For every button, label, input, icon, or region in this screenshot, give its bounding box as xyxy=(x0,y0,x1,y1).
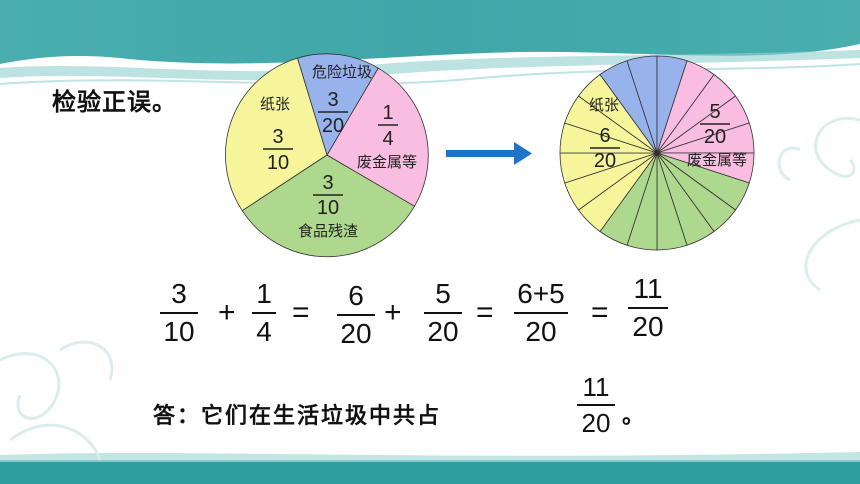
pie-right-metal-den: 20 xyxy=(704,126,726,148)
pie-right-paper-label: 纸张 xyxy=(589,96,619,114)
eq-fraction-6: 11 20 xyxy=(628,275,668,341)
eq-fraction-2-num: 1 xyxy=(256,278,272,309)
eq-fraction-1-den: 10 xyxy=(163,316,195,347)
eq-fraction-6-bar xyxy=(628,307,668,309)
pie-right-paper-den: 20 xyxy=(594,150,616,172)
pie-right-metal-label: 废金属等 xyxy=(687,151,747,169)
pie-left-hazard-den: 20 xyxy=(322,115,344,137)
answer-fraction-bar xyxy=(577,404,615,406)
eq-fraction-6-num: 11 xyxy=(633,273,663,304)
eq-fraction-5-den: 20 xyxy=(525,316,557,347)
top-wave-line xyxy=(0,63,860,86)
eq-fraction-6-den: 20 xyxy=(632,311,664,342)
eq-fraction-5-bar xyxy=(514,312,568,314)
eq-fraction-5: 6+5 20 xyxy=(514,280,568,346)
answer-period: 。 xyxy=(622,404,645,429)
eq-fraction-2-den: 4 xyxy=(256,316,272,347)
eq-fraction-4-num: 5 xyxy=(435,278,451,309)
answer-text: 答：它们在生活垃圾中共占 xyxy=(153,404,442,429)
pie-left-food-slice xyxy=(241,154,416,258)
eq-fraction-4-bar xyxy=(424,312,462,314)
pie-left-paper-den: 10 xyxy=(267,152,289,174)
pie-left-paper-num: 3 xyxy=(272,126,283,148)
answer-fraction-den: 20 xyxy=(581,408,611,438)
bottom-band xyxy=(0,460,860,484)
eq-fraction-2: 1 4 xyxy=(252,280,276,346)
pie-left-paper-label: 纸张 xyxy=(260,95,290,113)
pie-left-hazard-slice xyxy=(297,53,379,156)
eq-fraction-3: 6 20 xyxy=(337,282,375,348)
answer-fraction-num: 11 xyxy=(582,372,610,402)
eq-fraction-4: 5 20 xyxy=(424,280,462,346)
eq-op-4: = xyxy=(476,296,494,329)
pie-left-food-label: 食品残渣 xyxy=(298,222,358,240)
eq-op-2: = xyxy=(292,296,310,329)
answer-fraction: 11 20 xyxy=(577,374,615,436)
pie-right-hazard-part xyxy=(656,55,688,154)
eq-fraction-3-den: 20 xyxy=(340,318,372,349)
pie-left-metal-label: 废金属等 xyxy=(357,153,417,171)
pie-left-food-den: 10 xyxy=(317,197,339,219)
eq-fraction-2-bar xyxy=(252,312,276,314)
pie-left-paper-slice xyxy=(225,57,328,212)
eq-op-3: + xyxy=(384,296,402,329)
eq-fraction-3-num: 6 xyxy=(348,280,364,311)
eq-fraction-1-num: 3 xyxy=(171,278,187,309)
top-wave-band xyxy=(0,0,860,64)
eq-op-1: + xyxy=(218,296,236,329)
eq-fraction-4-den: 20 xyxy=(427,316,459,347)
pie-left-hazard-num: 3 xyxy=(327,89,338,111)
eq-fraction-5-num: 6+5 xyxy=(517,278,565,309)
bottom-wave-light xyxy=(0,452,860,462)
slide-heading: 检验正误。 xyxy=(52,88,177,116)
eq-fraction-1: 3 10 xyxy=(160,280,198,346)
left-flourish xyxy=(0,340,114,461)
pie-left-food-num: 3 xyxy=(322,172,333,194)
eq-fraction-3-bar xyxy=(337,314,375,316)
pie-left-metal-den: 4 xyxy=(382,128,393,150)
pie-left-metal-slice xyxy=(326,67,429,207)
eq-fraction-1-bar xyxy=(160,312,198,314)
pie-left-metal-num: 1 xyxy=(382,102,393,124)
pie-right-metal-num: 5 xyxy=(709,101,720,123)
pie-left-hazard-label: 危险垃圾 xyxy=(312,63,372,81)
eq-op-5: = xyxy=(591,296,609,329)
pie-right-paper-num: 6 xyxy=(599,125,610,147)
right-flourish xyxy=(777,117,860,292)
